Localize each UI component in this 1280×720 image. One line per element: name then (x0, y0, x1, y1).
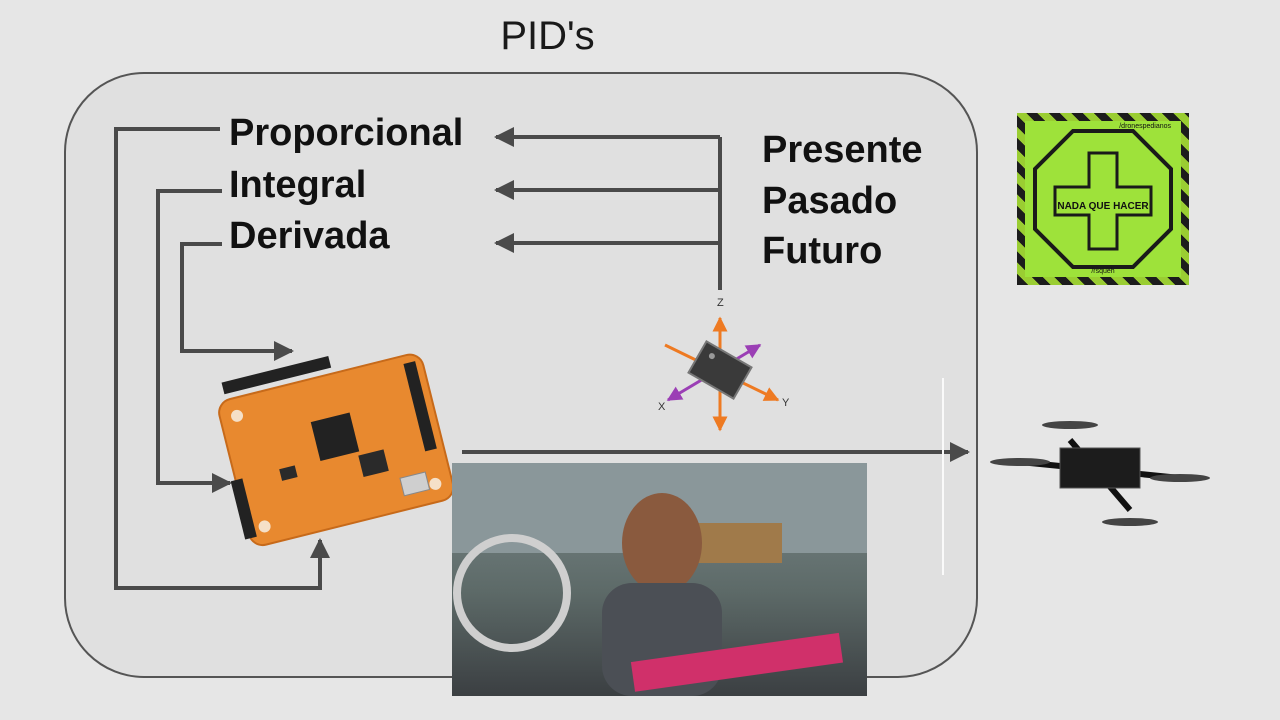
arrow-integral-to-board (156, 189, 232, 493)
term-proporcional: Proporcional (229, 112, 464, 154)
time-presente: Presente (762, 129, 923, 171)
logo-text: NADA QUE HACER (1057, 201, 1149, 212)
feedback-arrows (114, 127, 330, 590)
slide-title: PID's (500, 14, 595, 58)
term-derivada: Derivada (229, 215, 390, 257)
time-pasado: Pasado (762, 180, 898, 222)
sensor-arrows (494, 127, 722, 290)
time-futuro: Futuro (762, 230, 883, 272)
term-integral: Integral (229, 164, 367, 206)
quadcopter (990, 421, 1210, 526)
flight-controller-board (218, 353, 455, 547)
presenter-image (452, 463, 867, 696)
axis-z-label: Z (717, 297, 724, 309)
arrow-proporcional-to-board (114, 127, 330, 590)
axis-y-label: Y (782, 397, 790, 409)
logo-handle-top: /dronespedianos (1119, 123, 1171, 130)
camera-video (452, 463, 867, 696)
arrow-derivada-to-board (180, 242, 294, 361)
imu-chip: Z X Y (658, 297, 790, 432)
logo-octagon-icon (1033, 129, 1173, 269)
logo-handle-bottom: /rsqueh (1091, 268, 1115, 275)
axis-x-label: X (658, 401, 666, 413)
logo-badge: /dronespedianos NADA QUE HACER /rsqueh (1017, 113, 1189, 285)
